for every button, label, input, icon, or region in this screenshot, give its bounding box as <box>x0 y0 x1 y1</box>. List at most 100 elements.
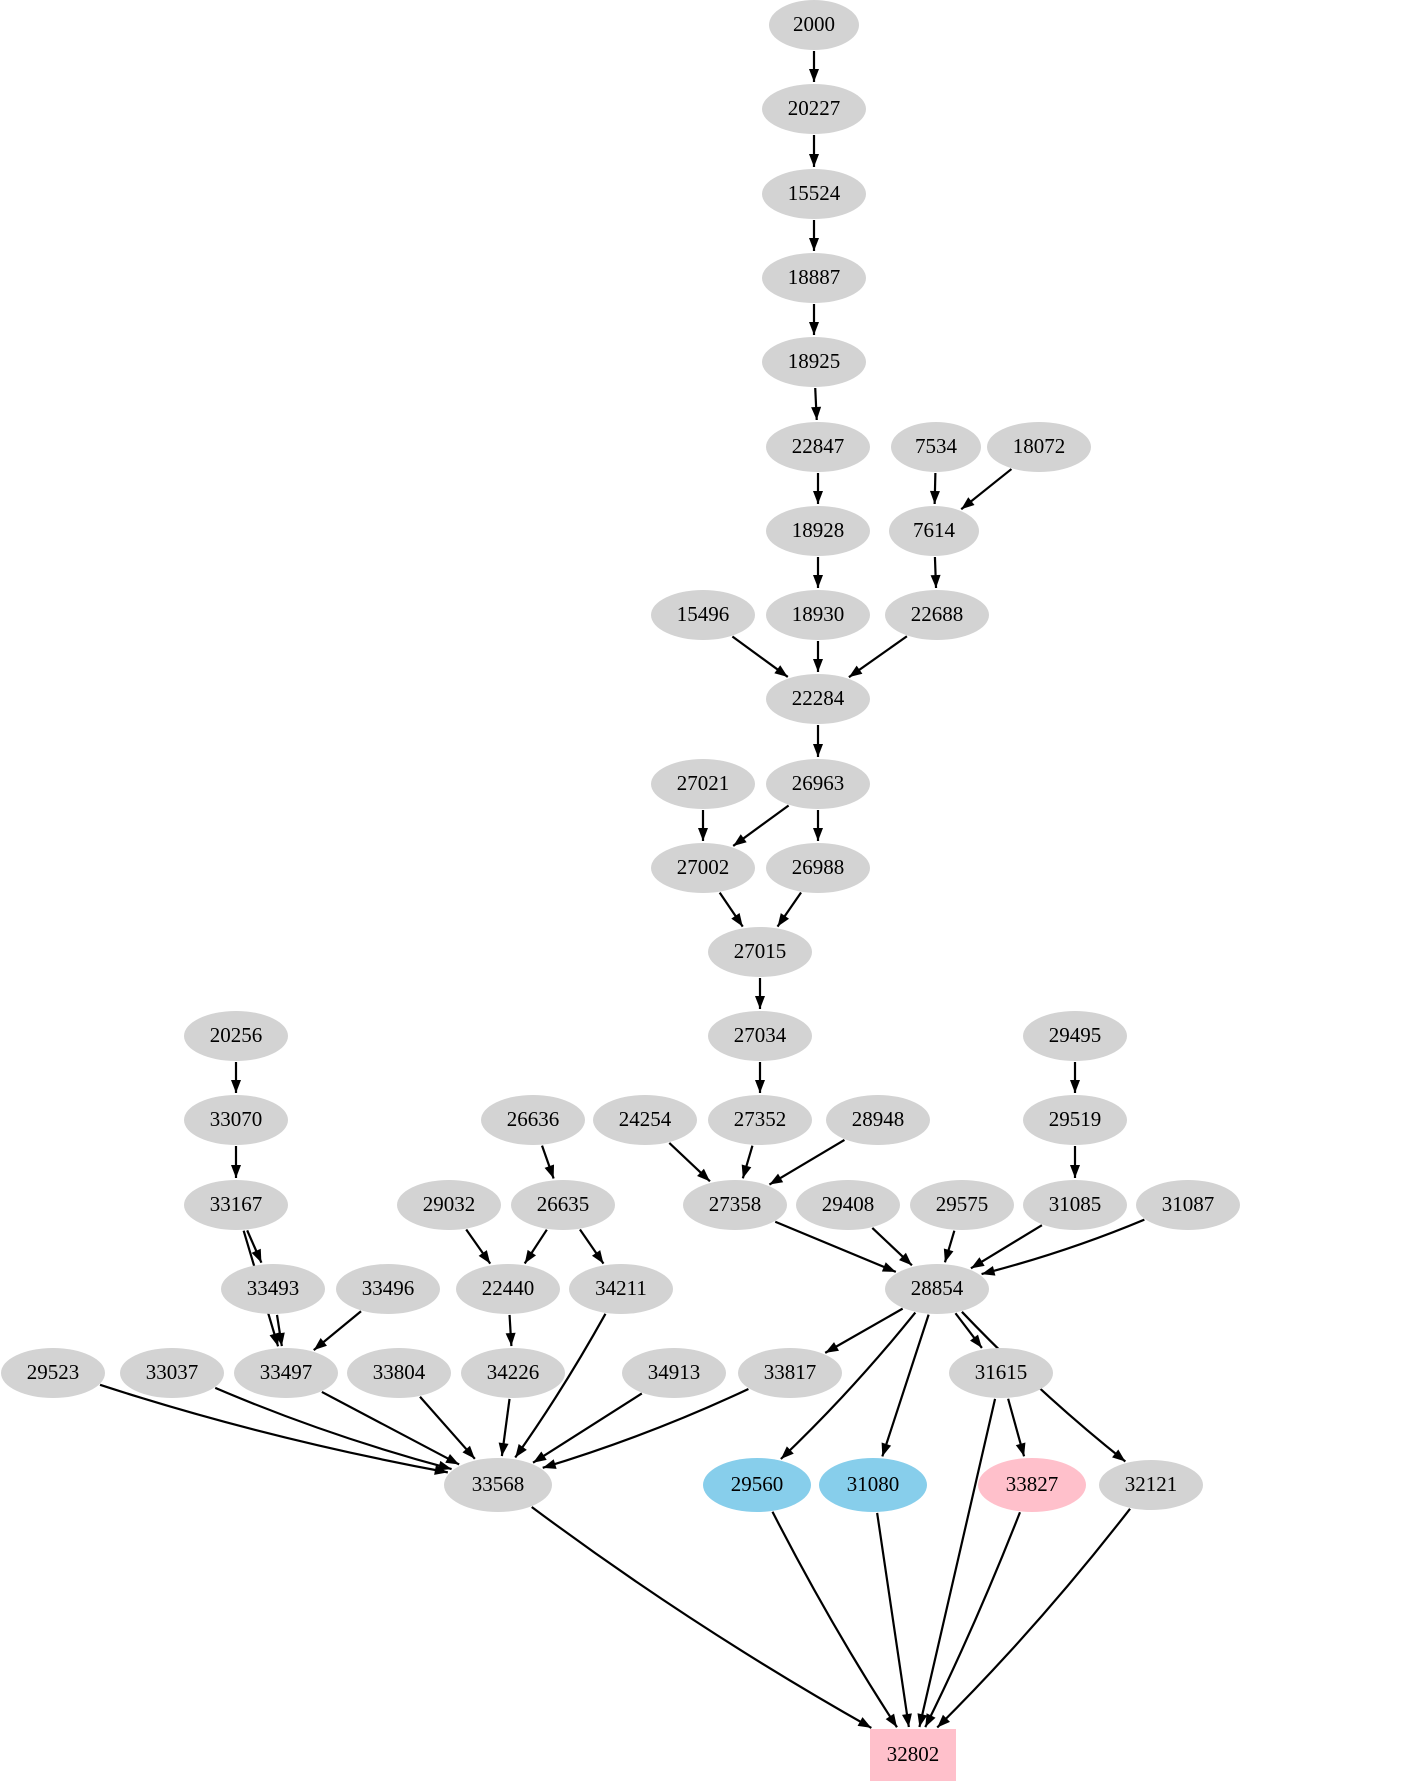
graph-node-33817[interactable]: 33817 <box>738 1348 842 1398</box>
node-shape-ellipse[interactable] <box>444 1458 552 1512</box>
node-shape-ellipse[interactable] <box>593 1095 697 1145</box>
node-shape-ellipse[interactable] <box>766 422 870 472</box>
graph-node-2000[interactable]: 2000 <box>769 0 859 50</box>
graph-node-27352[interactable]: 27352 <box>708 1095 812 1145</box>
node-shape-ellipse[interactable] <box>120 1348 224 1398</box>
graph-node-33497[interactable]: 33497 <box>234 1348 338 1398</box>
graph-node-33568[interactable]: 33568 <box>444 1458 552 1512</box>
node-shape-ellipse[interactable] <box>978 1458 1086 1512</box>
graph-node-27021[interactable]: 27021 <box>651 759 755 809</box>
graph-node-29408[interactable]: 29408 <box>796 1180 900 1230</box>
graph-node-31615[interactable]: 31615 <box>949 1348 1053 1398</box>
graph-node-31085[interactable]: 31085 <box>1023 1180 1127 1230</box>
graph-node-33827[interactable]: 33827 <box>978 1458 1086 1512</box>
graph-node-33804[interactable]: 33804 <box>347 1348 451 1398</box>
graph-node-18887[interactable]: 18887 <box>762 253 866 303</box>
graph-node-22847[interactable]: 22847 <box>766 422 870 472</box>
node-shape-ellipse[interactable] <box>1099 1460 1203 1510</box>
node-shape-ellipse[interactable] <box>456 1264 560 1314</box>
node-shape-ellipse[interactable] <box>184 1095 288 1145</box>
node-shape-ellipse[interactable] <box>1 1348 105 1398</box>
node-shape-ellipse[interactable] <box>766 506 870 556</box>
node-shape-ellipse[interactable] <box>347 1348 451 1398</box>
node-shape-ellipse[interactable] <box>766 590 870 640</box>
graph-node-18925[interactable]: 18925 <box>762 337 866 387</box>
graph-node-24254[interactable]: 24254 <box>593 1095 697 1145</box>
graph-node-33167[interactable]: 33167 <box>184 1180 288 1230</box>
graph-node-32121[interactable]: 32121 <box>1099 1460 1203 1510</box>
graph-node-20256[interactable]: 20256 <box>184 1011 288 1061</box>
graph-node-22688[interactable]: 22688 <box>885 590 989 640</box>
graph-node-28854[interactable]: 28854 <box>885 1264 989 1314</box>
graph-node-29495[interactable]: 29495 <box>1023 1011 1127 1061</box>
graph-node-28948[interactable]: 28948 <box>826 1095 930 1145</box>
graph-node-22284[interactable]: 22284 <box>766 674 870 724</box>
graph-node-18928[interactable]: 18928 <box>766 506 870 556</box>
node-shape-ellipse[interactable] <box>796 1180 900 1230</box>
node-shape-ellipse[interactable] <box>762 253 866 303</box>
node-shape-ellipse[interactable] <box>397 1180 501 1230</box>
graph-node-26635[interactable]: 26635 <box>511 1180 615 1230</box>
graph-node-7534[interactable]: 7534 <box>891 422 981 472</box>
graph-node-26988[interactable]: 26988 <box>766 843 870 893</box>
node-shape-ellipse[interactable] <box>889 506 979 556</box>
node-shape-ellipse[interactable] <box>766 843 870 893</box>
graph-node-15496[interactable]: 15496 <box>651 590 755 640</box>
node-shape-ellipse[interactable] <box>826 1095 930 1145</box>
graph-node-20227[interactable]: 20227 <box>762 84 866 134</box>
node-shape-ellipse[interactable] <box>891 422 981 472</box>
graph-node-33070[interactable]: 33070 <box>184 1095 288 1145</box>
node-shape-ellipse[interactable] <box>762 84 866 134</box>
graph-node-31087[interactable]: 31087 <box>1136 1180 1240 1230</box>
graph-node-27358[interactable]: 27358 <box>683 1180 787 1230</box>
node-shape-ellipse[interactable] <box>651 759 755 809</box>
node-shape-ellipse[interactable] <box>622 1348 726 1398</box>
node-shape-ellipse[interactable] <box>703 1458 811 1512</box>
node-shape-ellipse[interactable] <box>1023 1011 1127 1061</box>
node-shape-ellipse[interactable] <box>1023 1095 1127 1145</box>
graph-node-31080[interactable]: 31080 <box>819 1458 927 1512</box>
node-shape-ellipse[interactable] <box>651 843 755 893</box>
node-shape-ellipse[interactable] <box>762 169 866 219</box>
graph-node-33037[interactable]: 33037 <box>120 1348 224 1398</box>
node-shape-ellipse[interactable] <box>738 1348 842 1398</box>
graph-node-26963[interactable]: 26963 <box>766 759 870 809</box>
node-shape-ellipse[interactable] <box>184 1180 288 1230</box>
graph-node-29523[interactable]: 29523 <box>1 1348 105 1398</box>
graph-node-34226[interactable]: 34226 <box>461 1348 565 1398</box>
node-shape-ellipse[interactable] <box>1136 1180 1240 1230</box>
node-shape-ellipse[interactable] <box>651 590 755 640</box>
graph-node-22440[interactable]: 22440 <box>456 1264 560 1314</box>
graph-node-34913[interactable]: 34913 <box>622 1348 726 1398</box>
graph-node-29519[interactable]: 29519 <box>1023 1095 1127 1145</box>
node-shape-ellipse[interactable] <box>949 1348 1053 1398</box>
graph-node-15524[interactable]: 15524 <box>762 169 866 219</box>
graph-node-27034[interactable]: 27034 <box>708 1011 812 1061</box>
node-shape-ellipse[interactable] <box>987 422 1091 472</box>
graph-node-29575[interactable]: 29575 <box>910 1180 1014 1230</box>
node-shape-ellipse[interactable] <box>683 1180 787 1230</box>
node-shape-ellipse[interactable] <box>766 759 870 809</box>
node-shape-ellipse[interactable] <box>336 1264 440 1314</box>
node-shape-ellipse[interactable] <box>234 1348 338 1398</box>
node-shape-ellipse[interactable] <box>762 337 866 387</box>
node-shape-ellipse[interactable] <box>1023 1180 1127 1230</box>
node-shape-ellipse[interactable] <box>184 1011 288 1061</box>
node-shape-ellipse[interactable] <box>819 1458 927 1512</box>
node-shape-ellipse[interactable] <box>769 0 859 50</box>
graph-node-27015[interactable]: 27015 <box>708 927 812 977</box>
graph-node-26636[interactable]: 26636 <box>481 1095 585 1145</box>
node-shape-ellipse[interactable] <box>708 1011 812 1061</box>
node-shape-ellipse[interactable] <box>910 1180 1014 1230</box>
node-shape-ellipse[interactable] <box>461 1348 565 1398</box>
graph-node-29032[interactable]: 29032 <box>397 1180 501 1230</box>
node-shape-ellipse[interactable] <box>481 1095 585 1145</box>
graph-node-34211[interactable]: 34211 <box>569 1264 673 1314</box>
graph-node-7614[interactable]: 7614 <box>889 506 979 556</box>
graph-node-18072[interactable]: 18072 <box>987 422 1091 472</box>
graph-node-27002[interactable]: 27002 <box>651 843 755 893</box>
graph-node-33493[interactable]: 33493 <box>221 1264 325 1314</box>
node-shape-ellipse[interactable] <box>511 1180 615 1230</box>
graph-node-33496[interactable]: 33496 <box>336 1264 440 1314</box>
node-shape-ellipse[interactable] <box>885 590 989 640</box>
